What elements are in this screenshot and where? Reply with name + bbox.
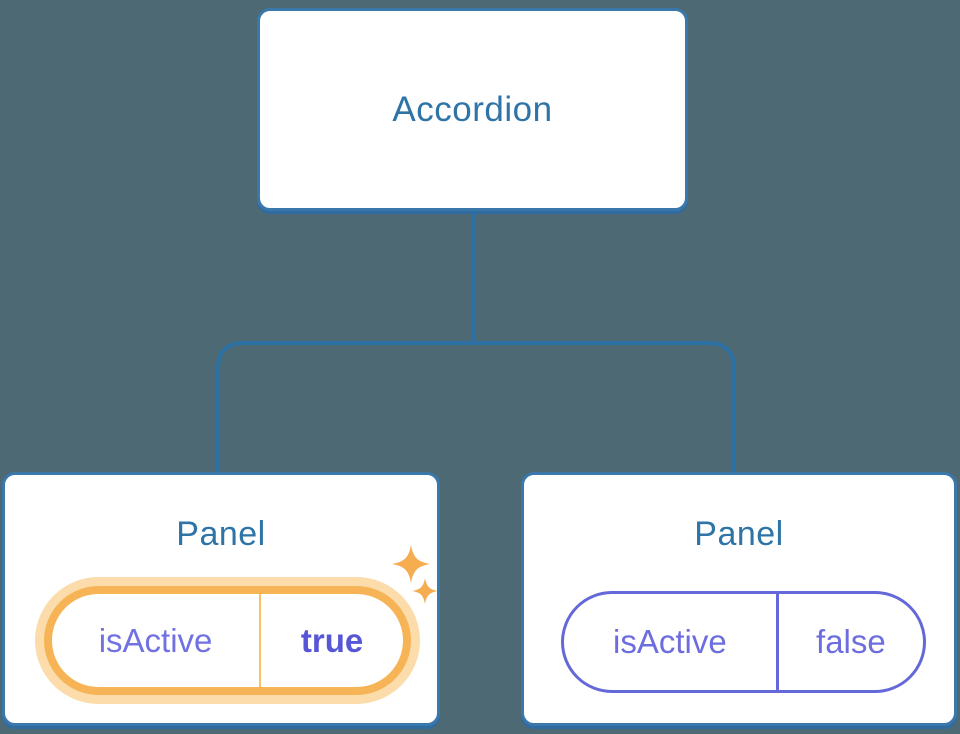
panel-node-active: Panel isActive true xyxy=(2,472,440,726)
state-value-label: true xyxy=(259,594,403,687)
panel-node-label: Panel xyxy=(694,515,784,553)
state-value-label: false xyxy=(775,594,923,690)
panel-node-inactive: Panel isActive false xyxy=(521,472,957,726)
sparkle-icon xyxy=(412,578,438,604)
accordion-node: Accordion xyxy=(257,8,688,211)
panel-node-label: Panel xyxy=(176,515,266,553)
state-key-label: isActive xyxy=(98,621,213,659)
state-pill-inactive: isActive false xyxy=(561,591,926,693)
state-key-label: isActive xyxy=(613,623,727,660)
accordion-node-label: Accordion xyxy=(392,89,553,129)
state-pill-active: isActive true xyxy=(44,586,411,695)
